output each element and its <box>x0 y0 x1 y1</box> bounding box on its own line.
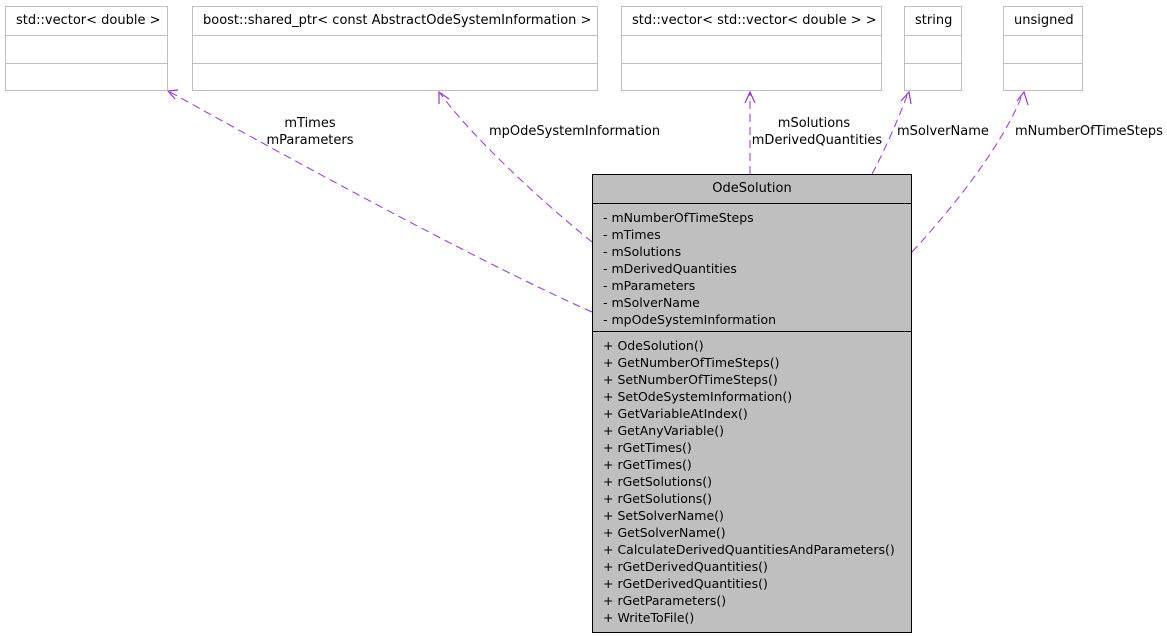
class-operations-section: + OdeSolution() + GetNumberOfTimeSteps()… <box>593 332 911 626</box>
class-attributes-section <box>622 36 881 64</box>
operation-item: + SetSolverName() <box>603 508 724 523</box>
arrowhead-unsigned <box>1016 90 1029 106</box>
edge-unsigned <box>911 92 1024 253</box>
class-name: unsigned <box>1004 7 1082 36</box>
operation-item: + OdeSolution() <box>603 338 704 353</box>
edge-label-mnumberoftimesteps: mNumberOfTimeSteps <box>1015 124 1163 139</box>
arrowhead-string <box>900 90 912 105</box>
class-operations-section <box>1004 64 1082 91</box>
operation-item: + GetSolverName() <box>603 525 726 540</box>
attribute-item: - mNumberOfTimeSteps <box>603 210 754 225</box>
class-name: boost::shared_ptr< const AbstractOdeSyst… <box>193 7 597 36</box>
edge-label-mpodesysteminformation: mpOdeSystemInformation <box>489 124 660 139</box>
arrowhead-shared-ptr <box>438 90 450 104</box>
attribute-item: - mSolverName <box>603 295 700 310</box>
attribute-item: - mDerivedQuantities <box>603 261 737 276</box>
edge-label-mparameters: mParameters <box>266 133 353 148</box>
class-attributes-section <box>1004 36 1082 64</box>
operation-item: + rGetSolutions() <box>603 491 713 506</box>
operation-item: + GetAnyVariable() <box>603 423 724 438</box>
class-name: std::vector< double > <box>6 7 167 36</box>
operation-item: + SetOdeSystemInformation() <box>603 389 793 404</box>
class-name: OdeSolution <box>593 175 911 204</box>
class-name: string <box>905 7 961 36</box>
attribute-item: - mpOdeSystemInformation <box>603 312 777 327</box>
operation-item: + CalculateDerivedQuantitiesAndParameter… <box>603 542 895 557</box>
edge-shared-ptr <box>439 92 593 243</box>
class-box-std-vector-double: std::vector< double > <box>5 6 168 91</box>
arrowhead-vector-double <box>166 89 179 100</box>
operation-item: + rGetTimes() <box>603 457 692 472</box>
operation-item: + rGetDerivedQuantities() <box>603 559 768 574</box>
class-box-std-vector-vector-double: std::vector< std::vector< double > > <box>621 6 882 91</box>
operation-item: + rGetSolutions() <box>603 474 713 489</box>
class-operations-section <box>905 64 961 91</box>
edge-vector-double <box>169 91 593 313</box>
class-box-odesolution: OdeSolution - mNumberOfTimeSteps - mTime… <box>592 174 912 633</box>
class-attributes-section <box>905 36 961 64</box>
edge-string <box>871 92 909 175</box>
operation-item: + GetVariableAtIndex() <box>603 406 748 421</box>
class-box-string: string <box>904 6 962 91</box>
operation-item: + WriteToFile() <box>603 610 695 625</box>
class-attributes-section <box>6 36 167 64</box>
arrowhead-vector-vector <box>744 90 756 104</box>
class-attributes-section <box>193 36 597 64</box>
class-box-unsigned: unsigned <box>1003 6 1083 91</box>
attribute-item: - mParameters <box>603 278 696 293</box>
edge-label-mtimes: mTimes <box>284 116 335 131</box>
operation-item: + rGetDerivedQuantities() <box>603 576 768 591</box>
operation-item: + rGetParameters() <box>603 593 727 608</box>
class-name: std::vector< std::vector< double > > <box>622 7 881 36</box>
class-box-boost-shared-ptr: boost::shared_ptr< const AbstractOdeSyst… <box>192 6 598 91</box>
operation-item: + GetNumberOfTimeSteps() <box>603 355 780 370</box>
attribute-item: - mTimes <box>603 227 661 242</box>
operation-item: + rGetTimes() <box>603 440 692 455</box>
class-operations-section <box>622 64 881 91</box>
operation-item: + SetNumberOfTimeSteps() <box>603 372 778 387</box>
class-operations-section <box>193 64 597 91</box>
attribute-item: - mSolutions <box>603 244 682 259</box>
edge-label-mderivedquantities: mDerivedQuantities <box>752 133 883 148</box>
class-attributes-section: - mNumberOfTimeSteps - mTimes - mSolutio… <box>593 204 911 332</box>
edge-label-msolutions: mSolutions <box>778 116 851 131</box>
class-operations-section <box>6 64 167 91</box>
edge-label-msolvername: mSolverName <box>897 124 989 139</box>
